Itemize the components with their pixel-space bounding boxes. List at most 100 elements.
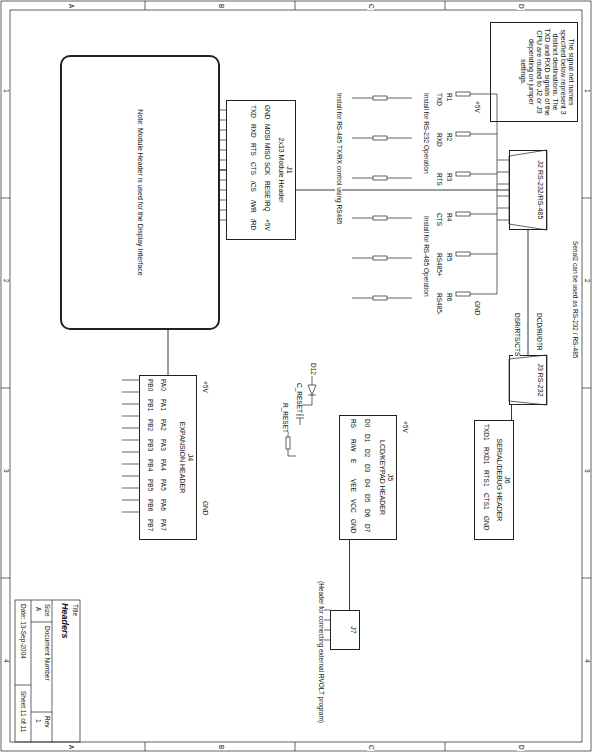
resistor-symbol: [373, 296, 387, 300]
signal-label: RXD1: [483, 446, 490, 465]
signal-label: Install for RS-485 TX/RX control using R…: [336, 92, 343, 225]
signal-label: GND: [474, 300, 481, 316]
signal-label: CTS: [436, 212, 443, 227]
wire-stroke: [122, 440, 139, 441]
signal-label: PA5: [160, 478, 167, 492]
resistor-symbol: [456, 92, 470, 96]
signal-label: Date: 13-Sep-2004: [20, 603, 27, 660]
wire-stroke: [497, 172, 509, 173]
resistor-symbol: [456, 212, 470, 216]
signal-label: D2: [364, 448, 371, 458]
signal-label: Size: [44, 603, 51, 618]
signal-label: C: [368, 3, 375, 10]
signal-label: GND: [264, 104, 271, 120]
db9-connector: J2 RS-232/RS-485: [509, 150, 547, 230]
signal-label: RS485+: [436, 252, 443, 278]
signal-label: Install for RS-485 Operation: [423, 215, 430, 298]
wire-stroke: [352, 258, 412, 259]
wire-stroke: [122, 428, 139, 429]
wire-stroke: [122, 464, 139, 465]
part-description: LCD/KEYPAD HEADER: [378, 440, 386, 515]
part-name: The signal net names specified below rep…: [519, 26, 575, 118]
signal-label: R3: [446, 172, 453, 182]
signal-label: (Header for connecting external RVOLT pr…: [318, 580, 325, 724]
resistor-symbol: [373, 96, 387, 100]
resistor-symbol: [373, 176, 387, 180]
signal-label: RTS: [436, 172, 443, 187]
signal-label: PB5: [147, 478, 154, 492]
wire: [349, 540, 350, 610]
signal-label: PA1: [160, 398, 167, 412]
part-description: 2x13 Module Header: [277, 138, 285, 203]
signal-label: +5V: [264, 218, 271, 232]
signal-label: RS485-: [436, 292, 443, 316]
part-name: J4: [186, 454, 194, 461]
program-header: J7: [330, 610, 360, 650]
part-name: J3 RS-232: [536, 363, 544, 396]
wire-stroke: [497, 160, 509, 161]
wire-stroke: [122, 500, 139, 501]
wire-stroke: [497, 184, 509, 185]
signal-label: MISO: [264, 142, 271, 161]
resistor-symbol: [373, 136, 387, 140]
part-name: J6: [503, 476, 511, 483]
wire-stroke: [122, 512, 139, 513]
signal-label: R_RESET: [282, 402, 289, 434]
signal-label: 1: [3, 88, 10, 94]
wire-stroke: [122, 380, 139, 381]
signal-label: R2: [446, 132, 453, 142]
signal-label: Rev: [44, 715, 51, 729]
signal-label: PB3: [147, 438, 154, 452]
signal-label: B: [218, 3, 225, 9]
signal-label: R1: [446, 92, 453, 102]
signal-label: A: [68, 744, 75, 750]
signal-label: Document Number: [44, 625, 51, 682]
wire-stroke: [352, 98, 412, 99]
resistor-symbol: [456, 172, 470, 176]
signal-label: /RD: [250, 218, 257, 231]
note-box: The signal net names specified below rep…: [490, 22, 578, 122]
signal-label: 1: [35, 718, 42, 724]
signal-label: R/W: [350, 438, 357, 453]
signal-label: C: [368, 744, 375, 751]
signal-label: Title: [72, 603, 79, 617]
signal-label: SCK: [264, 161, 271, 176]
db9-connector: J3 RS-232: [509, 355, 547, 405]
signal-label: D1: [364, 433, 371, 443]
signal-label: CTS1: [483, 492, 490, 511]
wire: [511, 405, 512, 420]
part-description: SERIAL/DEBUG HEADER: [495, 439, 503, 522]
signal-label: +5V: [202, 380, 209, 394]
signal-label: D: [518, 3, 525, 10]
wire-stroke: [352, 178, 412, 179]
wire-stroke: [497, 208, 509, 209]
wire: [528, 230, 529, 355]
signal-label: D5: [364, 493, 371, 503]
wire-stroke: [122, 416, 139, 417]
wire: [296, 190, 509, 191]
wire-stroke: [122, 476, 139, 477]
signal-label: 1: [584, 88, 591, 94]
wire-stroke: [470, 214, 497, 215]
sheet-title: Headers: [60, 603, 70, 639]
signal-label: A: [68, 3, 75, 9]
wire-stroke: [470, 254, 497, 255]
signal-label: RS: [350, 418, 357, 429]
resistor-symbol: [456, 132, 470, 136]
signal-label: IRQ: [264, 199, 271, 213]
signal-label: 2: [584, 278, 591, 284]
signal-label: PA4: [160, 458, 167, 472]
part-name: J2 RS-232/RS-485: [536, 161, 544, 220]
signal-label: 2: [3, 278, 10, 284]
wire-stroke: [122, 488, 139, 489]
wire-stroke: [497, 220, 509, 221]
signal-label: DCD/RI/DTR: [536, 312, 543, 352]
signal-label: +5V: [402, 420, 409, 434]
signal-label: GND: [202, 500, 209, 516]
signal-label: PA3: [160, 438, 167, 452]
part-description: EXPANSION HEADER: [178, 422, 186, 493]
resistor-symbol: [373, 256, 387, 260]
signal-label: VCC: [350, 498, 357, 514]
part-name: Note: Module Header is used for the Disp…: [136, 109, 144, 276]
